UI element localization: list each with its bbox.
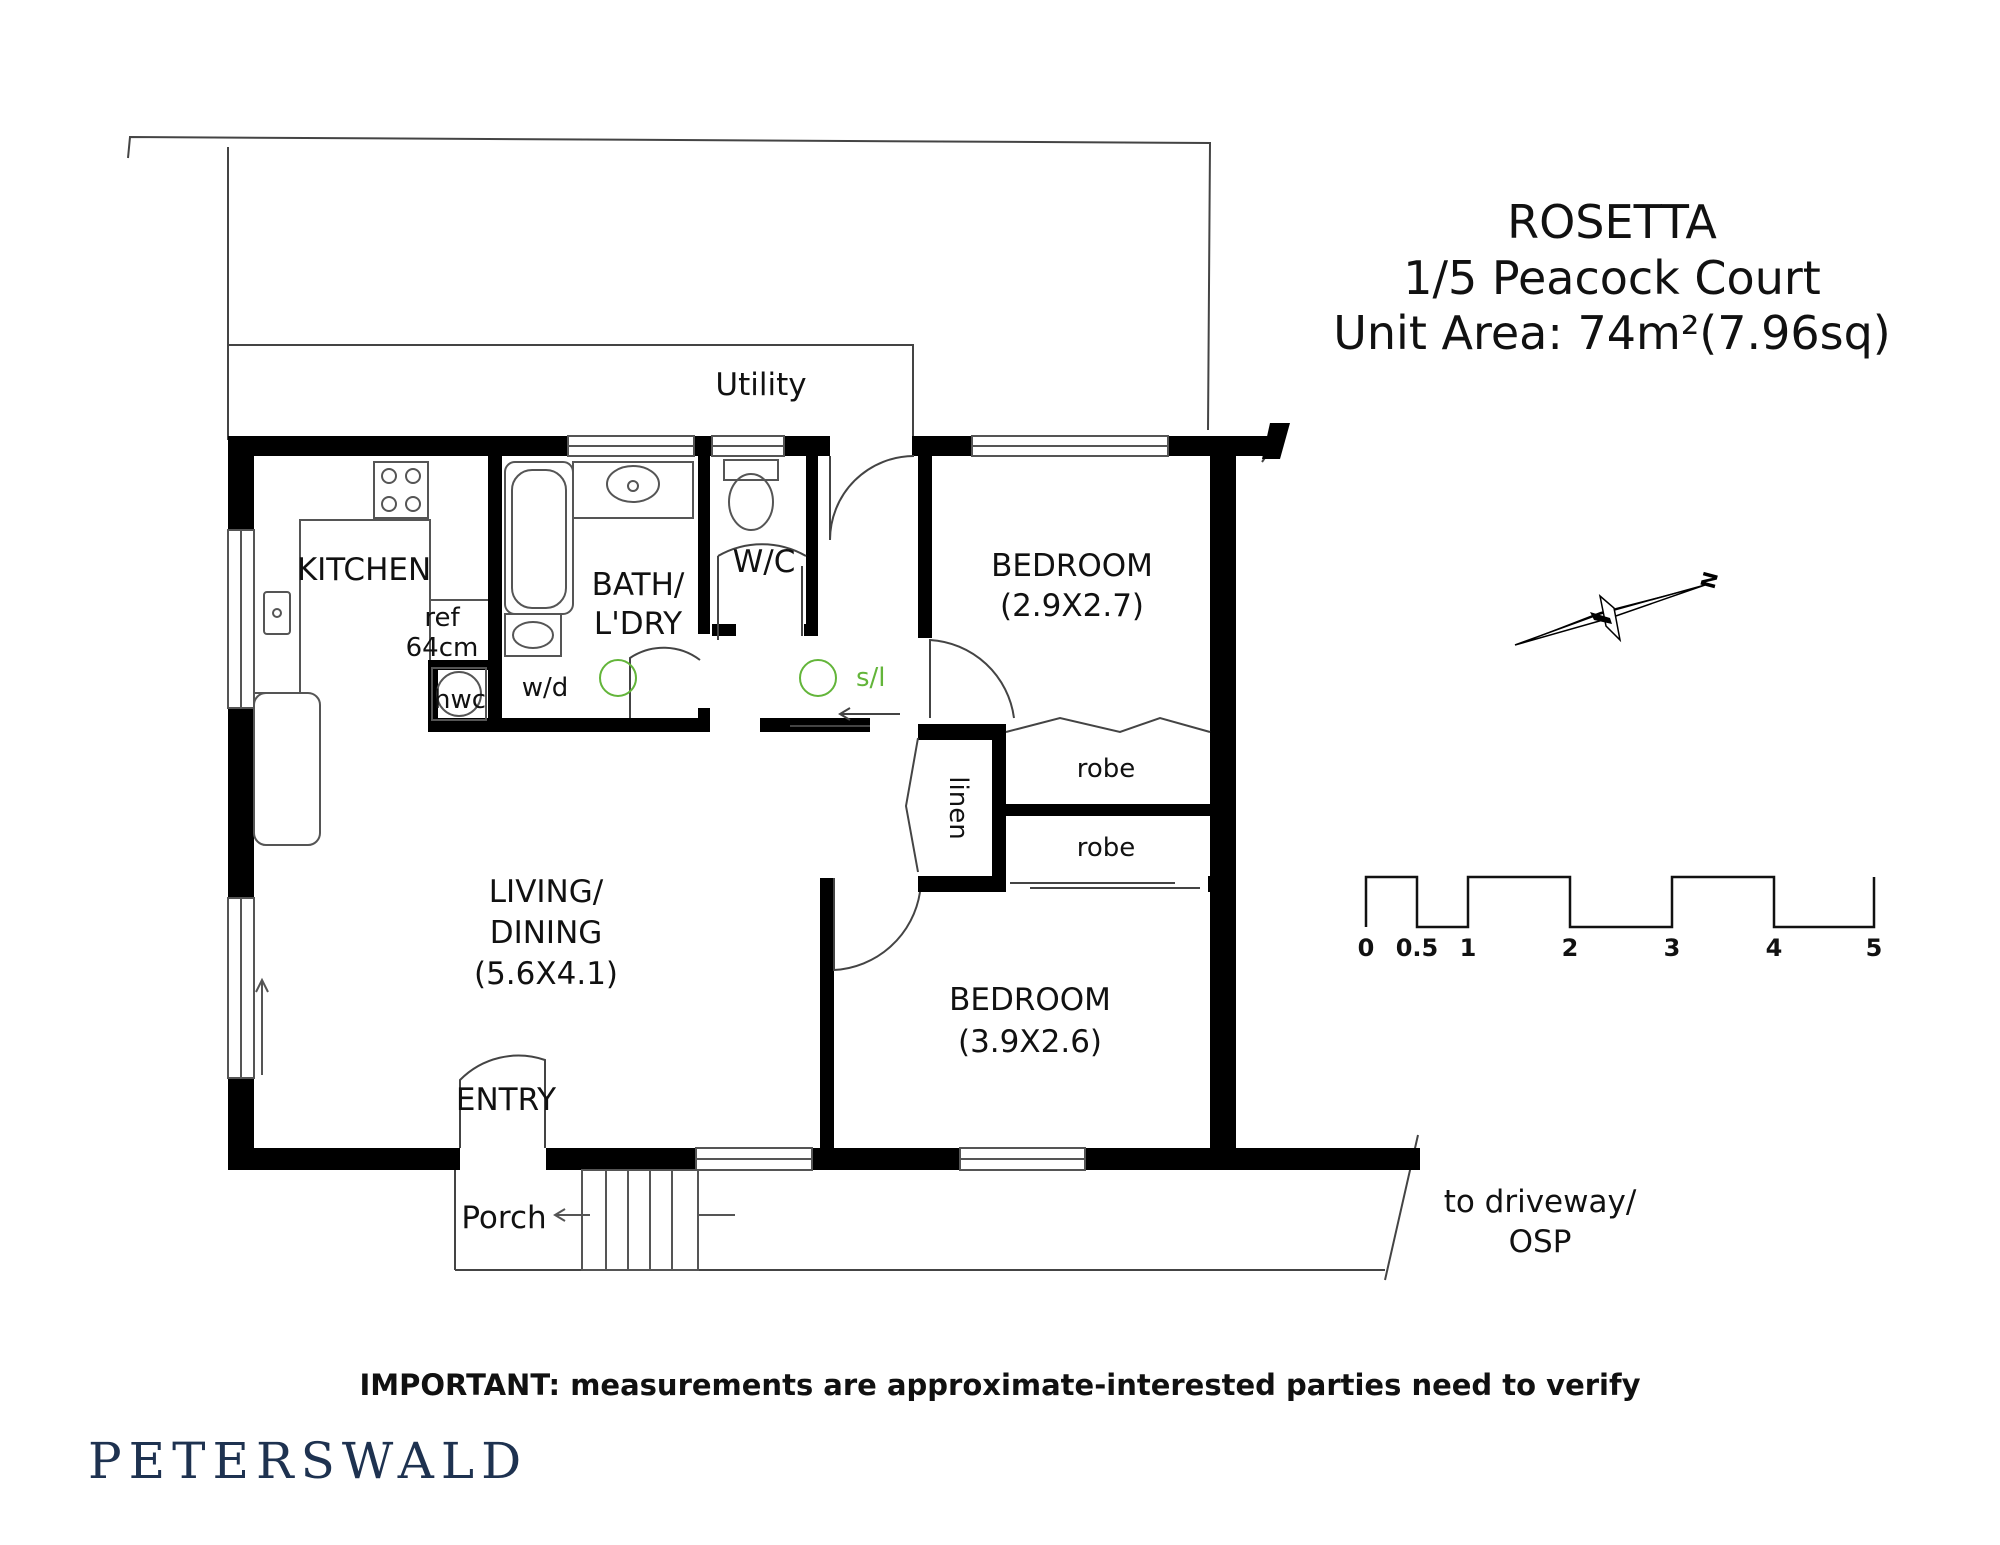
living-label-line1: LIVING/ — [489, 874, 604, 910]
ref-label-line2: 64cm — [406, 633, 479, 663]
doors — [459, 455, 1211, 1148]
living-size: (5.6X4.1) — [474, 956, 618, 992]
toilet-icon — [723, 459, 779, 481]
utility-label: Utility — [715, 367, 806, 403]
compass-icon: N — [1514, 569, 1724, 646]
bathtub-icon — [504, 461, 574, 615]
washer-dryer-circle-icon — [599, 659, 637, 697]
scale-tick-5: 5 — [1866, 934, 1883, 962]
robe1-label: robe — [1077, 754, 1136, 784]
scale-tick-0: 0 — [1358, 934, 1375, 962]
porch-steps — [255, 977, 735, 1271]
porch-label: Porch — [461, 1200, 546, 1236]
wc-label: W/C — [733, 544, 796, 580]
entry-label: ENTRY — [456, 1082, 556, 1118]
bedroom2-size: (3.9X2.6) — [958, 1024, 1102, 1060]
skylight-label: s/l — [856, 663, 886, 693]
bedroom1-size: (2.9X2.7) — [1000, 588, 1144, 624]
kitchen-label: KITCHEN — [297, 552, 431, 588]
compass-north-label: N — [1696, 569, 1724, 591]
property-name: ROSETTA — [1507, 195, 1717, 249]
walls — [228, 423, 1420, 1170]
scale-tick-3: 3 — [1664, 934, 1681, 962]
scale-tick-4: 4 — [1766, 934, 1783, 962]
linen-label: linen — [943, 776, 973, 839]
unit-area: Unit Area: 74m²(7.96sq) — [1333, 306, 1891, 360]
scale-bar: 0 0.5 1 2 3 4 5 — [1358, 875, 1883, 962]
robe2-label: robe — [1077, 833, 1136, 863]
bedroom1-label: BEDROOM — [991, 548, 1153, 584]
bath-label-line1: BATH/ — [592, 567, 685, 603]
windows — [227, 435, 1169, 1171]
kitchen-fixtures — [253, 461, 488, 846]
living-label-line2: DINING — [490, 915, 603, 951]
scale-tick-0-5: 0.5 — [1396, 934, 1439, 962]
disclaimer-note: IMPORTANT: measurements are approximate-… — [360, 1368, 1641, 1402]
property-address: 1/5 Peacock Court — [1403, 251, 1821, 305]
hwc-label: hwc — [434, 685, 486, 715]
stove-icon — [373, 461, 429, 519]
sink-icon — [263, 591, 291, 635]
brand-logo: PETERSWALD — [88, 1432, 528, 1490]
basin-icon — [504, 613, 562, 657]
hwc-icon — [431, 667, 487, 721]
vanity-sink-icon — [606, 465, 660, 503]
bath-label-line2: L'DRY — [594, 606, 682, 642]
driveway-label-line1: to driveway/ — [1444, 1184, 1637, 1220]
bedroom2-label: BEDROOM — [949, 982, 1111, 1018]
ref-label-line1: ref — [424, 603, 460, 633]
scale-tick-2: 2 — [1562, 934, 1579, 962]
driveway-label-line2: OSP — [1509, 1224, 1572, 1260]
wd-label: w/d — [522, 673, 569, 703]
scale-tick-1: 1 — [1460, 934, 1477, 962]
skylight-icon — [799, 659, 837, 697]
bathroom-fixtures — [504, 459, 837, 697]
